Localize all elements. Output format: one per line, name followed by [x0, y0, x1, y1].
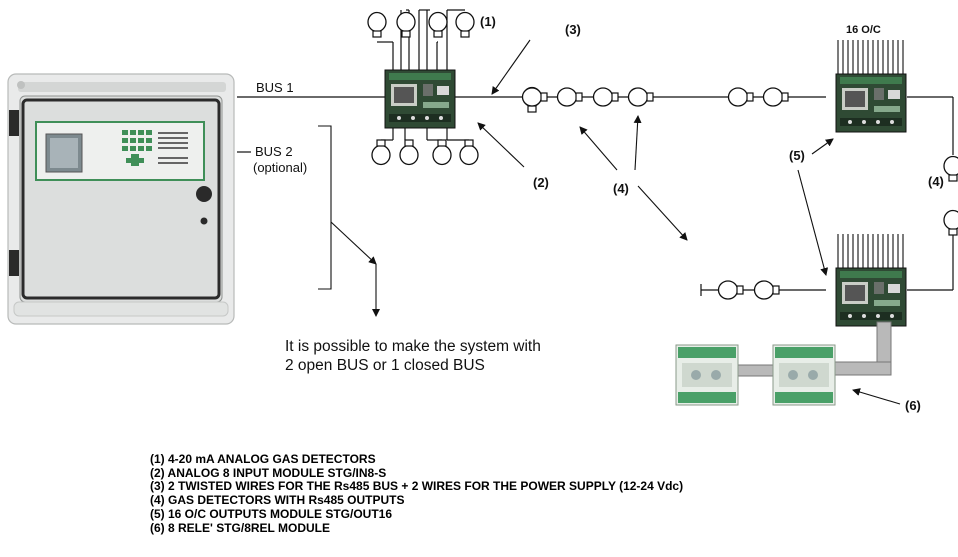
- legend-item-5: (5) 16 O/C OUTPUTS MODULE STG/OUT16: [150, 506, 393, 521]
- legend: (1) 4-20 mA ANALOG GAS DETECTORS (2) ANA…: [150, 452, 684, 535]
- callout-3: (3): [565, 22, 581, 37]
- legend-item-2: (2) ANALOG 8 INPUT MODULE STG/IN8-S: [150, 465, 387, 480]
- output-module-out16-bottom: [835, 234, 907, 327]
- bus2-label: BUS 2: [255, 144, 293, 159]
- outputs-16-label: 16 O/C: [846, 24, 881, 36]
- legend-item-6: (6) 8 RELE' STG/8REL MODULE: [150, 520, 330, 535]
- bus2-optional-label: (optional): [253, 160, 308, 175]
- note-line-2: 2 open BUS or 1 closed BUS: [285, 357, 485, 374]
- callout-4-right: (4): [928, 174, 944, 189]
- callout-6: (6): [905, 398, 921, 413]
- legend-item-4: (4) GAS DETECTORS WITH Rs485 OUTPUTS: [150, 493, 405, 508]
- callout-5: (5): [789, 148, 805, 163]
- output-module-out16-top: [835, 40, 907, 133]
- legend-item-1: (1) 4-20 mA ANALOG GAS DETECTORS: [150, 452, 376, 466]
- annotation-arrows: [318, 39, 901, 405]
- legend-item-3: (3) 2 TWISTED WIRES FOR THE Rs485 BUS + …: [150, 479, 684, 494]
- bus1-label: BUS 1: [256, 80, 294, 95]
- callout-2: (2): [533, 175, 549, 190]
- input-module-in8: [377, 9, 469, 141]
- bus-lines: [237, 96, 954, 296]
- relay-modules: [675, 321, 892, 406]
- callout-4: (4): [613, 181, 629, 196]
- control-cabinet: [7, 73, 235, 325]
- note-line-1: It is possible to make the system with: [285, 338, 541, 355]
- callout-1: (1): [480, 14, 496, 29]
